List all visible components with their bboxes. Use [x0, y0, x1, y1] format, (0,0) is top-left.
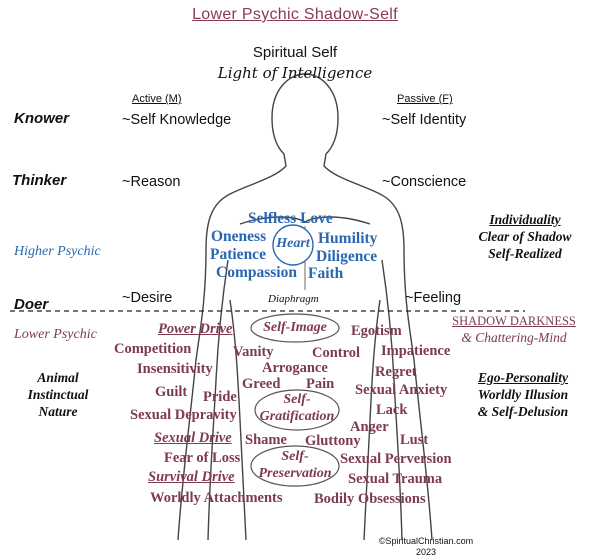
vice-gluttony: Gluttony — [305, 433, 361, 449]
self-realized-label: Self-Realized — [488, 246, 562, 261]
vice-bodily-obsessions: Bodily Obsessions — [314, 491, 426, 507]
self-gratification-oval-label-2: Gratification — [259, 409, 335, 424]
self-gratification-oval-label-1: Self- — [283, 392, 311, 407]
chattering-mind-label: & Chattering-Mind — [461, 330, 567, 345]
knower-label: Knower — [14, 110, 70, 127]
vice-egotism: Egotism — [351, 323, 402, 339]
vice-anger: Anger — [350, 419, 389, 435]
instinctual-label: Instinctual — [27, 387, 89, 402]
virtue-diligence: Diligence — [316, 248, 378, 265]
self-delusion-label: & Self-Delusion — [477, 404, 569, 419]
virtue-oneness: Oneness — [211, 228, 267, 245]
spiritual-self-heading: Spiritual Self — [252, 44, 338, 61]
page-title: Lower Psychic Shadow-Self — [192, 6, 398, 23]
self-image-oval-label: Self-Image — [263, 320, 327, 335]
vice-pain: Pain — [306, 376, 335, 392]
heart-label: Heart — [276, 236, 310, 251]
vice-greed: Greed — [242, 376, 281, 392]
shadow-darkness-label: SHADOW DARKNESS — [452, 314, 576, 328]
virtue-compassion: Compassion — [216, 264, 297, 281]
nature-label: Nature — [38, 404, 78, 419]
vice-lust: Lust — [400, 432, 429, 448]
light-of-intelligence-heading: Light of Intelligence — [217, 64, 373, 82]
active-column-header: Active (M) — [132, 93, 182, 105]
self-preservation-oval-label-2: Preservation — [258, 466, 332, 481]
vice-sexual-trauma: Sexual Trauma — [348, 471, 443, 487]
sexual-drive-label: Sexual Drive — [154, 430, 232, 446]
vice-shame: Shame — [245, 432, 287, 448]
clear-of-shadow-label: Clear of Shadow — [478, 229, 572, 244]
self-knowledge-label: ~Self Knowledge — [122, 112, 232, 128]
vice-sexual-perversion: Sexual Perversion — [340, 451, 452, 467]
vice-arrogance: Arrogance — [262, 360, 328, 376]
vice-control: Control — [312, 345, 361, 361]
worldly-illusion-label: Worldly Illusion — [477, 387, 569, 402]
virtue-faith: Faith — [308, 265, 344, 282]
vice-lack: Lack — [376, 402, 408, 418]
vice-fear-of-loss: Fear of Loss — [164, 450, 241, 466]
reason-label: ~Reason — [122, 174, 181, 190]
virtue-selfless-love: Selfless Love — [248, 210, 333, 227]
animal-label: Animal — [37, 370, 79, 385]
vice-guilt: Guilt — [155, 384, 188, 400]
copyright-line-1: ©SpiritualChristian.com — [378, 536, 474, 546]
vice-pride: Pride — [203, 389, 237, 405]
virtue-humility: Humility — [318, 230, 378, 247]
lower-psychic-label: Lower Psychic — [14, 327, 97, 342]
higher-psychic-label: Higher Psychic — [14, 244, 101, 259]
vice-vanity: Vanity — [233, 344, 274, 360]
doer-label: Doer — [14, 296, 49, 313]
diaphragm-label: Diaphragm — [268, 293, 319, 305]
thinker-label: Thinker — [12, 172, 67, 189]
vice-insensitivity: Insensitivity — [137, 361, 213, 377]
virtue-patience: Patience — [210, 246, 266, 263]
vice-competition: Competition — [114, 341, 192, 357]
ego-personality-label: Ego-Personality — [478, 370, 568, 385]
self-preservation-oval-label-1: Self- — [281, 449, 309, 464]
feeling-label: ~Feeling — [405, 290, 462, 306]
self-identity-label: ~Self Identity — [382, 112, 467, 128]
survival-drive-label: Survival Drive — [148, 469, 235, 485]
vice-sexual-anxiety: Sexual Anxiety — [355, 382, 448, 398]
individuality-label: Individuality — [489, 212, 561, 227]
desire-label: ~Desire — [122, 290, 173, 306]
passive-column-header: Passive (F) — [397, 93, 453, 105]
vice-worldly-attachments: Worldly Attachments — [150, 490, 283, 506]
copyright-line-2: 2023 — [415, 547, 437, 557]
vice-impatience: Impatience — [381, 343, 451, 359]
vice-sexual-depravity: Sexual Depravity — [130, 407, 237, 423]
conscience-label: ~Conscience — [382, 174, 467, 190]
power-drive-label: Power Drive — [158, 321, 233, 337]
vice-regret: Regret — [375, 364, 417, 380]
